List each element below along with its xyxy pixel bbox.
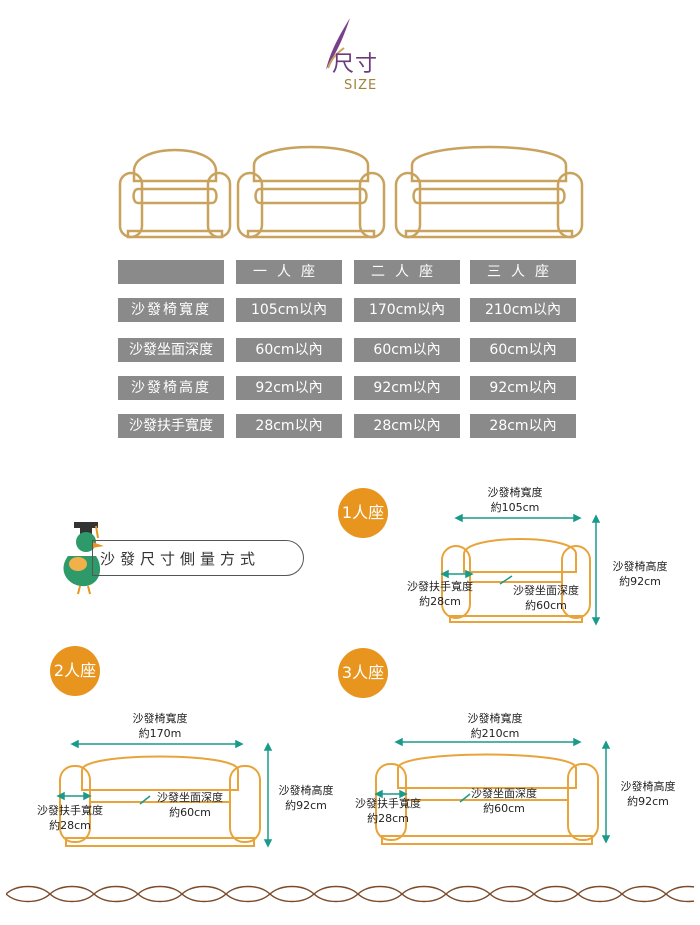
one-seat-height-label: 沙發椅高度 xyxy=(612,560,668,573)
three-seat-height-value: 約92cm xyxy=(627,795,669,808)
two-seat-sofa-diagram xyxy=(56,739,273,848)
one-seat-height-value: 約92cm xyxy=(619,575,661,588)
table-cell: 92cm以內 xyxy=(354,376,460,400)
three-seat-depth-value: 約60cm xyxy=(483,802,525,815)
table-col-one-seat: 一人座 xyxy=(236,260,342,284)
table-cell: 60cm以內 xyxy=(470,338,576,362)
three-seat-badge: 3人座 xyxy=(338,648,388,698)
page-subtitle: SIZE xyxy=(344,78,378,93)
three-seat-width-label: 沙發椅寬度 xyxy=(467,712,523,725)
one-seat-width-value: 約105cm xyxy=(490,501,540,514)
three-seat-sofa-diagram xyxy=(374,738,611,845)
measure-title: 沙發尺寸側量方式 xyxy=(100,550,261,568)
table-row-label: 沙發椅高度 xyxy=(118,376,224,400)
table-cell: 210cm以內 xyxy=(470,298,576,322)
table-cell: 92cm以內 xyxy=(470,376,576,400)
three-seat-arm-label: 沙發扶手寬度 xyxy=(355,797,421,810)
table-col-three-seat: 三人座 xyxy=(470,260,576,284)
three-seat-depth-label: 沙發坐面深度 xyxy=(471,787,537,800)
three-seat-arm-value: 約28cm xyxy=(367,812,409,825)
feather-icon xyxy=(326,18,350,70)
table-cell: 28cm以內 xyxy=(236,414,342,438)
mascot-icon xyxy=(63,522,104,595)
three-seat-width-value: 約210cm xyxy=(470,727,520,740)
three-seat-height-label: 沙發椅高度 xyxy=(620,780,676,793)
table-row-label: 沙發椅寬度 xyxy=(118,298,224,322)
two-seat-badge: 2人座 xyxy=(50,646,100,696)
two-seat-sofa-icon xyxy=(236,145,386,239)
two-seat-arm-label: 沙發扶手寬度 xyxy=(37,804,103,817)
table-row-label: 沙發坐面深度 xyxy=(118,338,224,362)
one-seat-depth-label: 沙發坐面深度 xyxy=(513,584,579,597)
one-seat-arm-label: 沙發扶手寬度 xyxy=(407,580,473,593)
two-seat-depth-label: 沙發坐面深度 xyxy=(157,791,223,804)
table-corner xyxy=(118,260,224,284)
one-seat-badge: 1人座 xyxy=(338,488,388,538)
measure-title-box xyxy=(92,540,304,576)
one-seat-arm-value: 約28cm xyxy=(419,595,461,608)
table-cell: 28cm以內 xyxy=(354,414,460,438)
decorative-wave-border xyxy=(6,885,694,903)
two-seat-width-label: 沙發椅寬度 xyxy=(132,712,188,725)
one-seat-width-label: 沙發椅寬度 xyxy=(487,486,543,499)
table-cell: 60cm以內 xyxy=(354,338,460,362)
page-title: 尺寸 xyxy=(332,52,379,77)
two-seat-width-value: 約170m xyxy=(138,727,182,740)
table-cell: 92cm以內 xyxy=(236,376,342,400)
two-seat-depth-value: 約60cm xyxy=(169,806,211,819)
two-seat-height-label: 沙發椅高度 xyxy=(278,784,334,797)
table-cell: 60cm以內 xyxy=(236,338,342,362)
two-seat-height-value: 約92cm xyxy=(285,799,327,812)
three-seat-sofa-icon xyxy=(394,145,584,239)
one-seat-sofa-icon xyxy=(118,148,232,239)
table-col-two-seat: 二人座 xyxy=(354,260,460,284)
two-seat-arm-value: 約28cm xyxy=(49,819,91,832)
table-cell: 28cm以內 xyxy=(470,414,576,438)
table-row-label: 沙發扶手寬度 xyxy=(118,414,224,438)
table-cell: 105cm以內 xyxy=(236,298,342,322)
one-seat-depth-value: 約60cm xyxy=(525,599,567,612)
one-seat-sofa-diagram xyxy=(440,513,601,626)
table-cell: 170cm以內 xyxy=(354,298,460,322)
